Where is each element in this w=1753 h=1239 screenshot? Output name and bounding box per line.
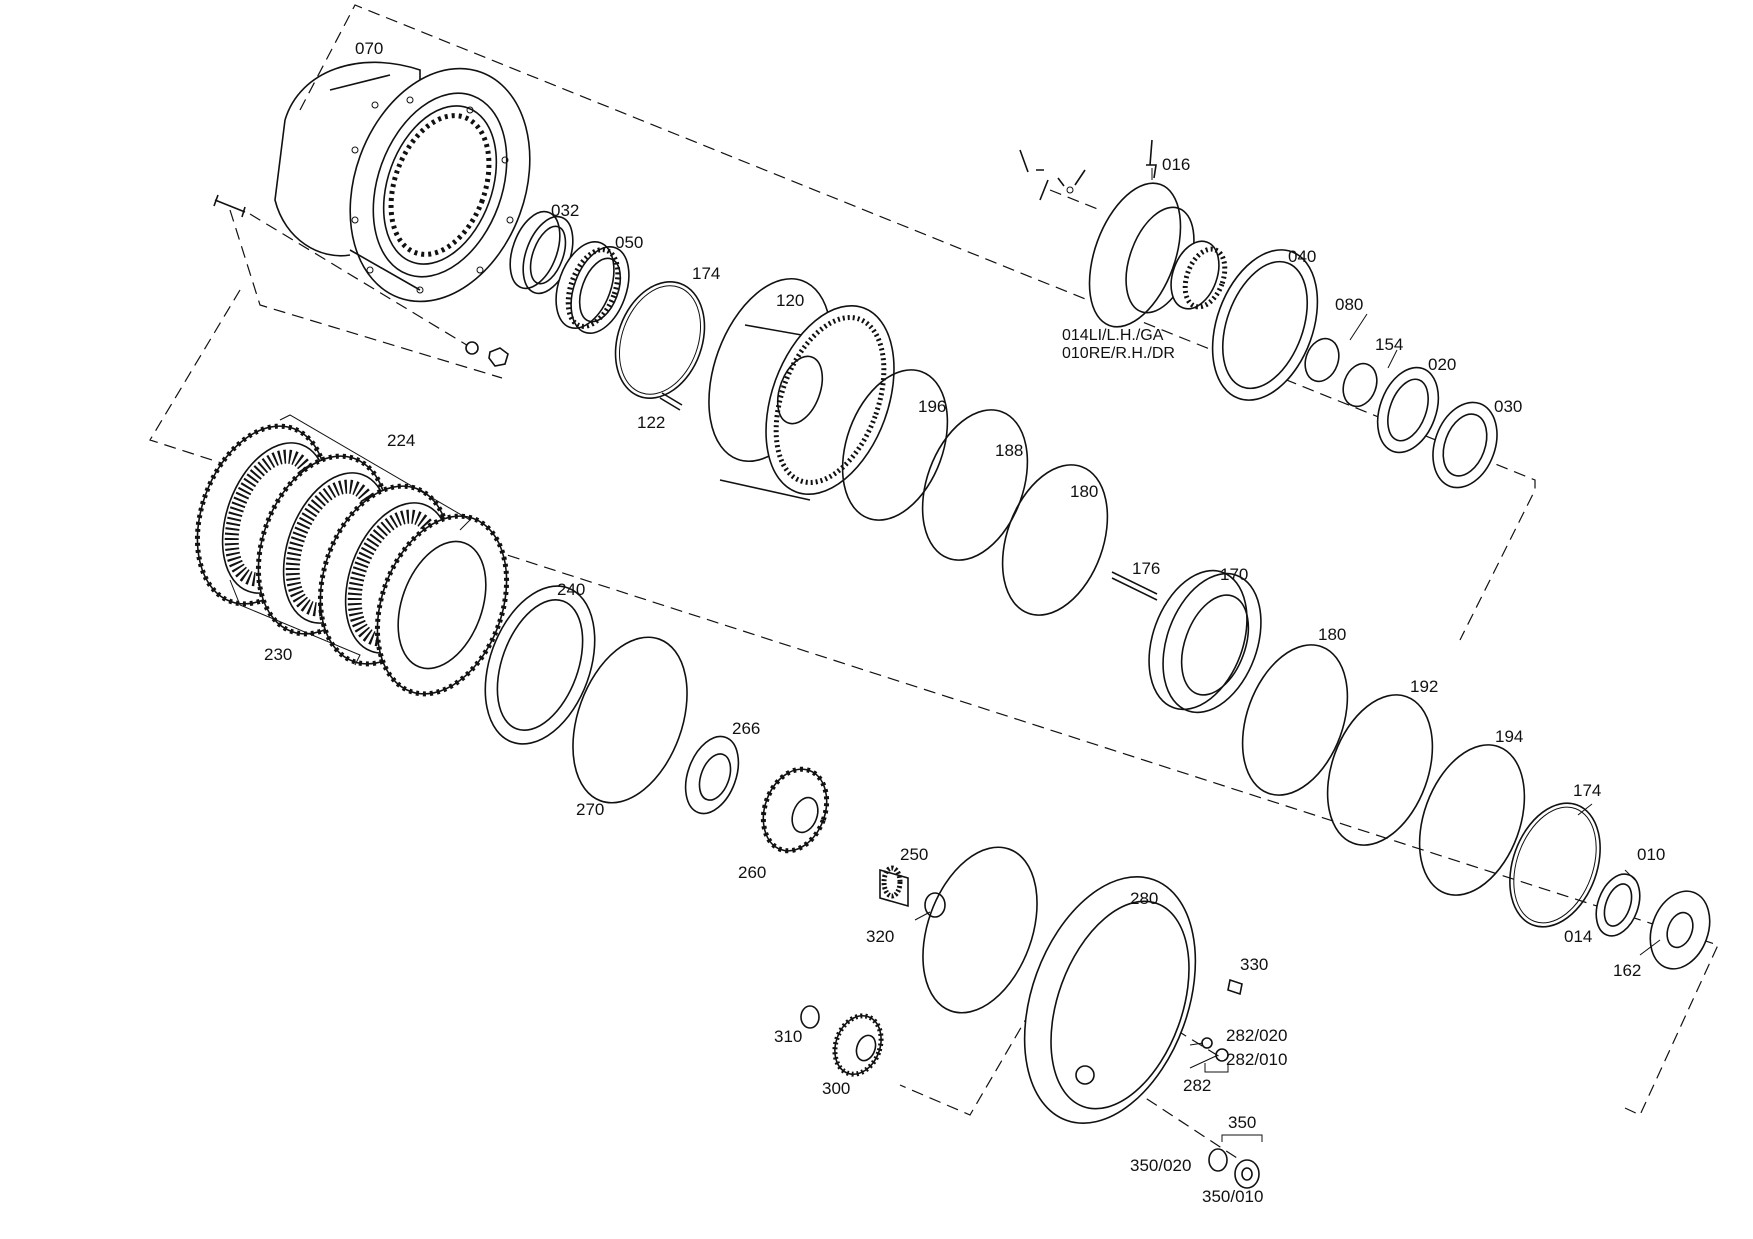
label-300: 300	[822, 1079, 850, 1098]
label-014: 014	[1564, 927, 1592, 946]
oring-192	[1326, 694, 1434, 846]
label-250: 250	[900, 845, 928, 864]
disc-240	[484, 585, 596, 745]
spring-176	[1111, 571, 1158, 601]
label-040: 040	[1288, 247, 1316, 266]
label-194: 194	[1495, 727, 1523, 746]
label-310: 310	[774, 1027, 802, 1046]
label-330: 330	[1240, 955, 1268, 974]
label-260: 260	[738, 863, 766, 882]
oring-154	[1342, 362, 1378, 408]
label-014-note: 014LI/L.H./GA	[1062, 327, 1164, 344]
housing-070	[274, 61, 531, 303]
hub-assembly	[1019, 139, 1228, 328]
retainer-266	[684, 735, 740, 815]
label-170: 170	[1220, 565, 1248, 584]
label-280: 280	[1130, 889, 1158, 908]
label-070: 070	[355, 39, 383, 58]
label-162: 162	[1613, 961, 1641, 980]
label-282-020: 282/020	[1226, 1026, 1287, 1045]
label-282-010: 282/010	[1226, 1050, 1287, 1069]
label-270: 270	[576, 800, 604, 819]
label-350-010: 350/010	[1202, 1187, 1263, 1206]
oring-180-top	[1001, 464, 1109, 616]
label-350-020: 350/020	[1130, 1156, 1191, 1175]
label-010-note: 010RE/R.H./DR	[1062, 345, 1175, 362]
label-016: 016	[1162, 155, 1190, 174]
part-282-020	[1201, 1037, 1213, 1049]
label-080: 080	[1335, 295, 1363, 314]
label-120: 120	[776, 291, 804, 310]
oring-180-bottom	[1241, 644, 1349, 796]
ring-310	[800, 1005, 820, 1029]
ring-270	[572, 636, 688, 804]
pin-122	[659, 392, 683, 411]
label-192: 192	[1410, 677, 1438, 696]
label-032: 032	[551, 201, 579, 220]
sun-gear-250	[879, 865, 909, 908]
oring-196	[841, 369, 949, 521]
label-282: 282	[1183, 1076, 1211, 1095]
bearing-050	[555, 240, 630, 335]
label-122: 122	[637, 413, 665, 432]
label-176: 176	[1132, 559, 1160, 578]
oring-280-inner	[922, 846, 1038, 1014]
seal-030	[1432, 401, 1498, 489]
part-320	[924, 892, 946, 918]
label-224: 224	[387, 431, 415, 450]
washer-162	[1649, 890, 1711, 970]
clutch-pack	[194, 414, 510, 697]
leader-lines	[914, 168, 1661, 1069]
part-labels: 070 032 050 174 120 016 040 080 014LI/L.…	[264, 39, 1665, 1206]
label-020: 020	[1428, 355, 1456, 374]
part-282-010	[1215, 1048, 1229, 1062]
label-266: 266	[732, 719, 760, 738]
snap-ring-174-top	[614, 281, 706, 399]
oring-194	[1418, 744, 1526, 896]
label-174-top: 174	[692, 264, 720, 283]
gear-260	[760, 766, 830, 854]
piston-170	[1148, 569, 1262, 714]
label-180-top: 180	[1070, 482, 1098, 501]
oring-188	[921, 409, 1029, 561]
gear-300	[832, 1013, 884, 1077]
label-030: 030	[1494, 397, 1522, 416]
label-180-bottom: 180	[1318, 625, 1346, 644]
label-196: 196	[918, 397, 946, 416]
bolt-left	[213, 194, 509, 367]
bearing-032	[509, 210, 574, 295]
plug-350	[1208, 1134, 1263, 1189]
bolt-330	[1227, 978, 1243, 996]
label-350: 350	[1228, 1113, 1256, 1132]
label-174-bottom: 174	[1573, 781, 1601, 800]
label-188: 188	[995, 441, 1023, 460]
disc-040	[1211, 249, 1319, 401]
label-154: 154	[1375, 335, 1403, 354]
nut-010	[1595, 873, 1641, 937]
snap-ring-174-bottom	[1509, 802, 1601, 928]
label-240: 240	[557, 580, 585, 599]
label-050: 050	[615, 233, 643, 252]
ring-gear-120	[708, 277, 895, 501]
label-320: 320	[866, 927, 894, 946]
label-230: 230	[264, 645, 292, 664]
bearing-020	[1376, 366, 1440, 454]
oring-080	[1304, 337, 1340, 383]
cover-280	[1023, 875, 1197, 1125]
label-010: 010	[1637, 845, 1665, 864]
